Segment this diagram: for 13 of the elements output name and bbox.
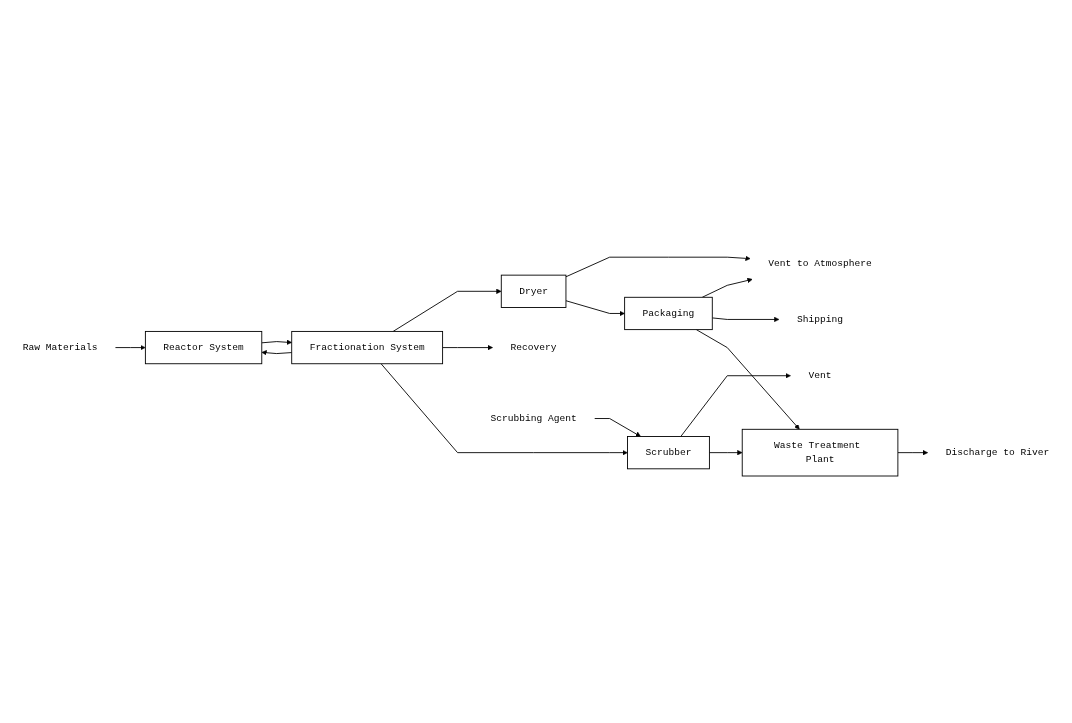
node-box: Dryer bbox=[500, 274, 567, 308]
node-text: Discharge to River bbox=[945, 447, 1050, 459]
node-text: Scrubbing Agent bbox=[490, 413, 577, 424]
node-text: Recovery bbox=[510, 342, 557, 353]
node-box: Reactor System bbox=[144, 330, 263, 365]
node-text: Vent bbox=[808, 370, 832, 382]
node-box: Packaging bbox=[624, 296, 713, 331]
node-box: Fractionation System bbox=[291, 330, 444, 365]
node-text: Shipping bbox=[797, 314, 844, 325]
node-box: Scrubber bbox=[627, 436, 710, 470]
node-box: Waste Treatment Plant bbox=[741, 428, 899, 477]
node-text: Raw Materials bbox=[22, 342, 98, 353]
node-text: Vent to Atmosphere bbox=[768, 257, 872, 269]
